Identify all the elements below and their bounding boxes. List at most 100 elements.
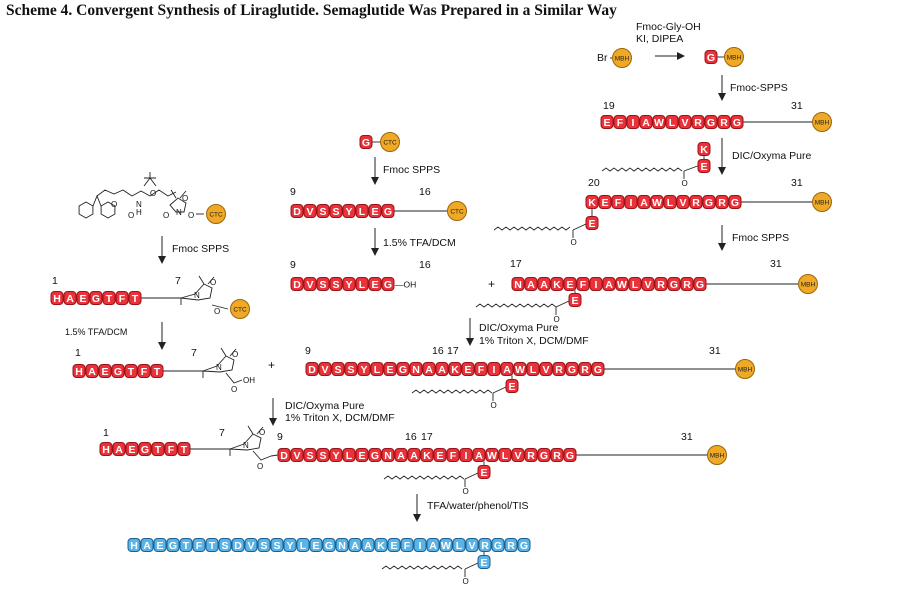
residue-letter: A [503,364,511,376]
residue-bead [704,50,718,64]
residue-letter: Y [286,540,293,552]
residue-bead [452,538,466,552]
residue-bead [641,277,655,291]
residue-letter: G [670,279,678,291]
residue-bead [342,277,356,291]
resin-ctc-gly [380,132,400,152]
carbonyl-oxygen: O [463,487,469,496]
resin-ctc-dipeptide-label: CTC [209,212,223,219]
residue-letter: S [347,364,354,376]
residue-letter: H [53,293,61,305]
residue-letter: A [640,197,648,209]
residue-bead [342,448,356,462]
residue-letter: D [280,450,288,462]
lipid-e-bond-6 [464,562,479,570]
residue-letter: E [101,366,108,378]
residue-letter: V [679,197,686,209]
residue-letter: N [514,279,522,291]
residue-letter: D [308,364,316,376]
atom-n2: N [176,208,182,217]
lipid-chain-9-31 [411,389,493,394]
carbonyl-oxygen: O [491,401,497,410]
reagent-global-deprotection: TFA/water/phenol/TIS [427,500,529,512]
residue-letter: E [128,444,135,456]
resin-mbh-full [707,445,727,465]
residue-bead [715,195,729,209]
residue-letter: R [481,540,489,552]
residue-letter: G [362,137,370,149]
atom-n: N [136,200,142,209]
residue-letter: R [694,117,702,129]
residue-bead [689,195,703,209]
residue-bead [491,538,505,552]
residue-bead [717,115,731,129]
residue-bead [290,277,304,291]
residue-letter: E [464,364,471,376]
residue-letter: G [733,117,741,129]
fmoc-group-drawing [78,189,177,219]
residue-bead [667,277,681,291]
residue-bead [459,448,473,462]
atom-o4: O [188,211,194,220]
gem-dimethyl [170,189,187,199]
residue-bead [303,448,317,462]
residue-bead [387,538,401,552]
residue-letter: L [300,540,307,552]
resin-ctc-1-7 [230,299,250,319]
residue-bead [615,277,629,291]
residue-bead [205,538,219,552]
residue-letter: V [306,279,313,291]
residue-letter: L [359,279,366,291]
residue-letter: Y [360,364,367,376]
residue-letter: E [79,293,86,305]
atom-n3: N [194,291,200,300]
resin-mbh-20-31-label: MBH [815,200,830,207]
index-9c: 9 [305,345,311,357]
residue-bead [478,538,492,552]
residue-bead [335,538,349,552]
residue-letter: R [553,450,561,462]
residue-letter: K [451,364,459,376]
index-31: 31 [791,100,803,112]
residue-letter: G [705,197,713,209]
atom-o12: O [257,462,263,471]
residue-letter: R [581,364,589,376]
index-1: 1 [52,275,58,287]
residue-letter: T [183,540,190,552]
residue-bead [137,364,151,378]
residue-bead [368,204,382,218]
residue-letter: W [515,364,525,376]
residue-bead [396,362,410,376]
residue-letter: G [520,540,528,552]
residue-letter: F [119,293,126,305]
residue-bead [680,277,694,291]
reagent-tfa-1: 1.5% TFA/DCM [383,237,456,249]
residue-letter: E [156,540,163,552]
index-16: 16 [419,186,431,198]
residue-bead [568,293,582,307]
index-1b: 1 [75,347,81,359]
residue-letter: F [478,364,485,376]
residue-bead [704,115,718,129]
residue-letter: I [595,279,598,291]
residue-letter: F [617,117,624,129]
residue-bead [381,277,395,291]
lipid-chain-20-31 [493,226,571,231]
residue-bead [361,538,375,552]
residue-bead [505,379,519,393]
atom-n5: N [243,441,249,450]
residue-bead [316,204,330,218]
reagent-tfa-2: 1.5% TFA/DCM [65,327,127,337]
residue-letter: G [384,279,392,291]
residue-letter: S [332,206,339,218]
residue-bead [697,159,711,173]
residue-bead [277,448,291,462]
index-20: 20 [588,177,600,189]
carbonyl-oxygen: O [571,238,577,247]
residue-letter: G [731,197,739,209]
bond-line [270,454,279,457]
residue-bead [348,538,362,552]
residue-letter: F [168,444,175,456]
residue-letter: V [468,540,475,552]
residue-bead [257,538,271,552]
